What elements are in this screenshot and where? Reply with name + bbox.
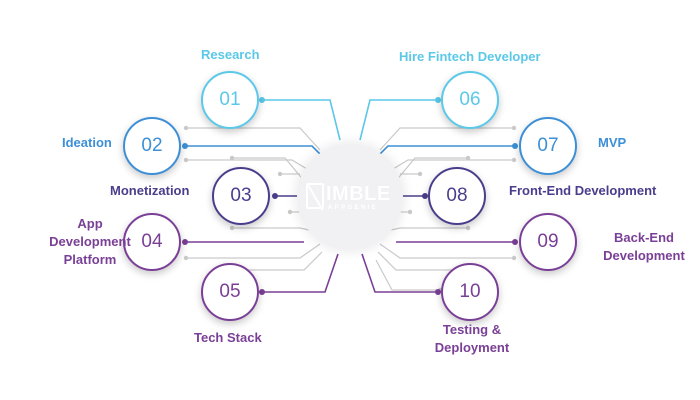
step-label-line: Development bbox=[603, 248, 685, 263]
logo-subtext: APPGENIE bbox=[328, 205, 379, 211]
step-circle-09: 09 bbox=[519, 213, 577, 271]
logo-n-mark-icon bbox=[306, 183, 324, 209]
step-label-line: Platform bbox=[63, 252, 117, 267]
step-label-back-end-development: Back-End Development bbox=[596, 229, 692, 265]
step-label-monetization: Monetization bbox=[110, 183, 190, 198]
step-circle-08: 08 bbox=[428, 167, 486, 225]
step-circle-05: 05 bbox=[201, 263, 259, 321]
step-circle-03: 03 bbox=[212, 167, 270, 225]
step-label-line: Testing & bbox=[442, 322, 502, 337]
step-circle-10: 10 bbox=[441, 263, 499, 321]
step-circle-04: 04 bbox=[123, 213, 181, 271]
step-label-research: Research bbox=[201, 47, 260, 62]
step-label-hire-fintech-developer: Hire Fintech Developer bbox=[399, 49, 541, 64]
logo-wordmark: IMBLE bbox=[326, 183, 391, 205]
step-label-testing-deployment: Testing & Deployment bbox=[424, 321, 520, 357]
step-label-tech-stack: Tech Stack bbox=[194, 330, 262, 345]
step-label-line: Deployment bbox=[434, 340, 510, 355]
nimble-appgenie-logo: IMBLE APPGENIE bbox=[304, 177, 396, 217]
step-label-line: Back-End bbox=[614, 230, 674, 245]
step-label-front-end-development: Front-End Development bbox=[509, 183, 657, 198]
step-circle-01: 01 bbox=[201, 71, 259, 129]
step-circle-07: 07 bbox=[519, 117, 577, 175]
step-label-line: Development bbox=[49, 234, 131, 249]
step-label-line: App bbox=[77, 216, 103, 231]
step-label-app-development-platform: App Development Platform bbox=[48, 215, 132, 269]
center-hub: IMBLE APPGENIE bbox=[297, 144, 403, 250]
step-circle-06: 06 bbox=[441, 71, 499, 129]
step-label-ideation: Ideation bbox=[62, 135, 112, 150]
step-label-mvp: MVP bbox=[598, 135, 627, 150]
step-circle-02: 02 bbox=[123, 117, 181, 175]
